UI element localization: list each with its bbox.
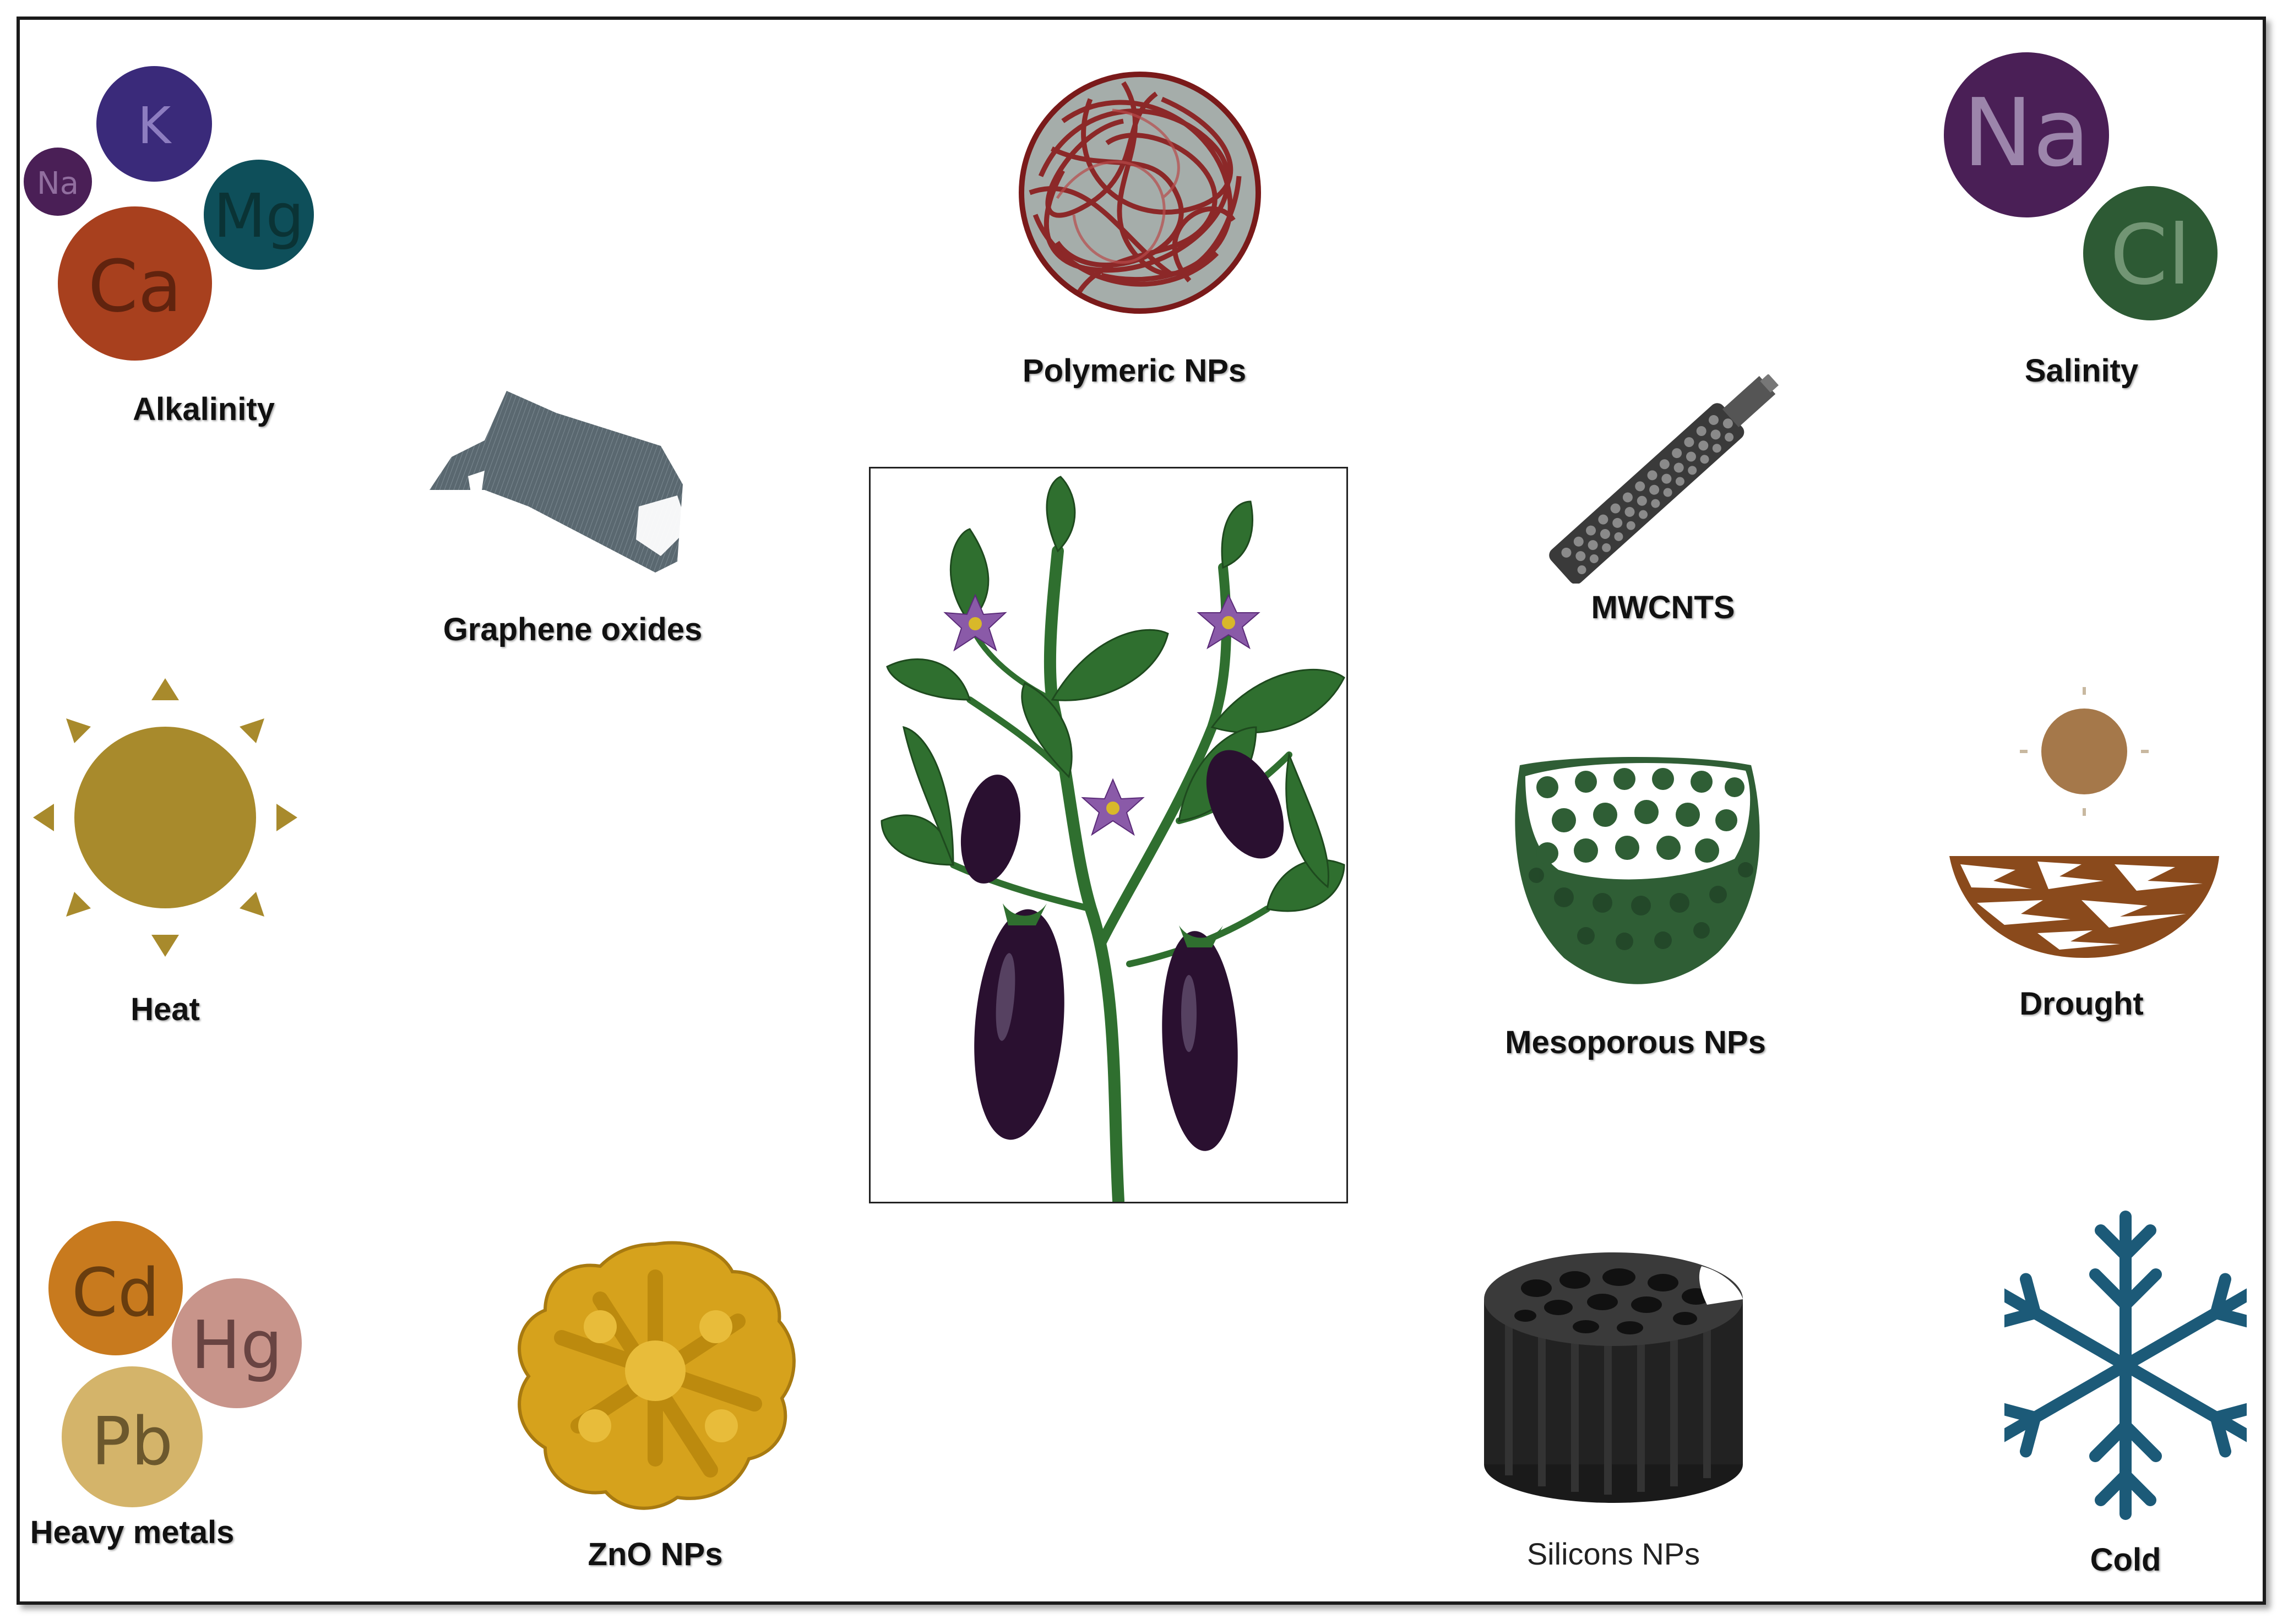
mesoporous-np-label: Mesoporous NPs [1505,1024,1766,1060]
salinity-group: Na Cl Salinity [1927,33,2236,407]
heavy-metals-ions-icon: Cd Hg Pb [48,1221,302,1507]
silicon-np-icon [1484,1252,1743,1503]
ion-ca-label: Ca [88,244,182,328]
salinity-label: Salinity [2024,353,2139,389]
salinity-ions-icon: Na Cl [1944,52,2218,320]
zno-np-icon [518,1241,796,1510]
mwcnts-label: MWCNTS [1591,590,1735,625]
eggplant-plant-panel [869,467,1348,1203]
zno-np-group: ZnO NPs [501,1228,809,1591]
alkalinity-label: Alkalinity [133,391,275,427]
polymeric-np-group: Polymeric NPs [980,33,1289,396]
sun-icon [33,678,297,957]
alkalinity-group: K Na Mg Ca Alkalinity [22,55,319,440]
graphene-oxide-label: Graphene oxides [443,612,703,647]
snowflake-icon [2004,1211,2247,1520]
silicon-np-label: Silicons NPs [1526,1536,1700,1571]
ion-cd-label: Cd [72,1255,160,1332]
alkalinity-ions-icon: K Na Mg Ca [24,66,314,361]
graphene-oxide-icon [430,391,688,573]
drought-group: Drought [1938,683,2225,1035]
polymeric-np-icon [1019,72,1261,314]
ion-hg-label: Hg [191,1307,282,1384]
ion-na-label: Na [1963,79,2090,188]
silicon-np-group: Silicons NPs [1465,1233,1762,1585]
mwcnts-icon [1549,374,1779,584]
ion-cl-label: Cl [2110,208,2191,303]
drought-icon [1949,687,2219,958]
heat-label: Heat [131,991,200,1027]
ion-k-label: K [138,96,172,155]
heat-group: Heat [28,672,303,1046]
ion-na-label: Na [37,166,79,201]
zno-np-label: ZnO NPs [588,1536,723,1572]
cold-group: Cold [2004,1206,2247,1591]
ion-mg-label: Mg [214,181,305,251]
polymeric-np-label: Polymeric NPs [1022,353,1247,389]
heavy-metals-label: Heavy metals [30,1514,235,1550]
mesoporous-np-group: Mesoporous NPs [1487,732,1784,1073]
heavy-metals-group: Cd Hg Pb Heavy metals [30,1206,319,1580]
eggplant-plant-icon [881,476,1345,1202]
drought-label: Drought [2019,986,2144,1022]
cold-label: Cold [2090,1542,2161,1578]
mwcnts-group: MWCNTS [1542,374,1784,639]
ion-pb-label: Pb [91,1404,173,1480]
graphene-oxide-group: Graphene oxides [419,380,727,666]
mesoporous-np-icon [1515,757,1760,984]
